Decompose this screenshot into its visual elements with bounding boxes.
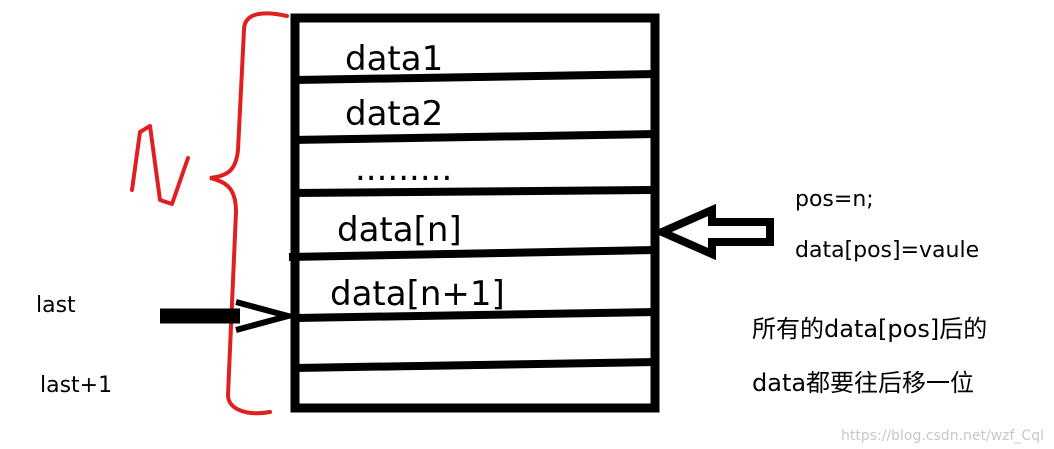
array-cell-data-n-plus-1: data[n+1] (330, 274, 505, 314)
row-divider (294, 186, 658, 197)
row-divider (288, 246, 658, 261)
insert-arrow-icon (652, 203, 774, 261)
pointer-label-last: last (36, 293, 76, 318)
brace-label-n-stroke (130, 124, 190, 206)
row-divider (294, 308, 658, 322)
watermark: https://blog.csdn.net/wzf_Cql (841, 428, 1044, 444)
row-divider (294, 70, 658, 84)
pointer-label-last-plus-one: last+1 (40, 373, 112, 398)
array-cell-data-n: data[n] (337, 210, 462, 250)
red-brace (209, 11, 289, 416)
last-pointer-arrowhead-icon (235, 299, 300, 333)
row-divider (294, 358, 658, 372)
note-shift-line1: 所有的data[pos]后的 (752, 315, 987, 343)
array-cell-data1: data1 (345, 39, 443, 79)
array-cell-ellipsis: ......... (355, 149, 452, 189)
note-shift-line2: data都要往后移一位 (752, 369, 974, 397)
array-cell-data2: data2 (345, 94, 443, 134)
array-frame (290, 13, 660, 413)
note-data-assign: data[pos]=vaule (795, 238, 979, 263)
row-divider (290, 130, 658, 144)
note-pos-assign: pos=n; (795, 187, 874, 212)
